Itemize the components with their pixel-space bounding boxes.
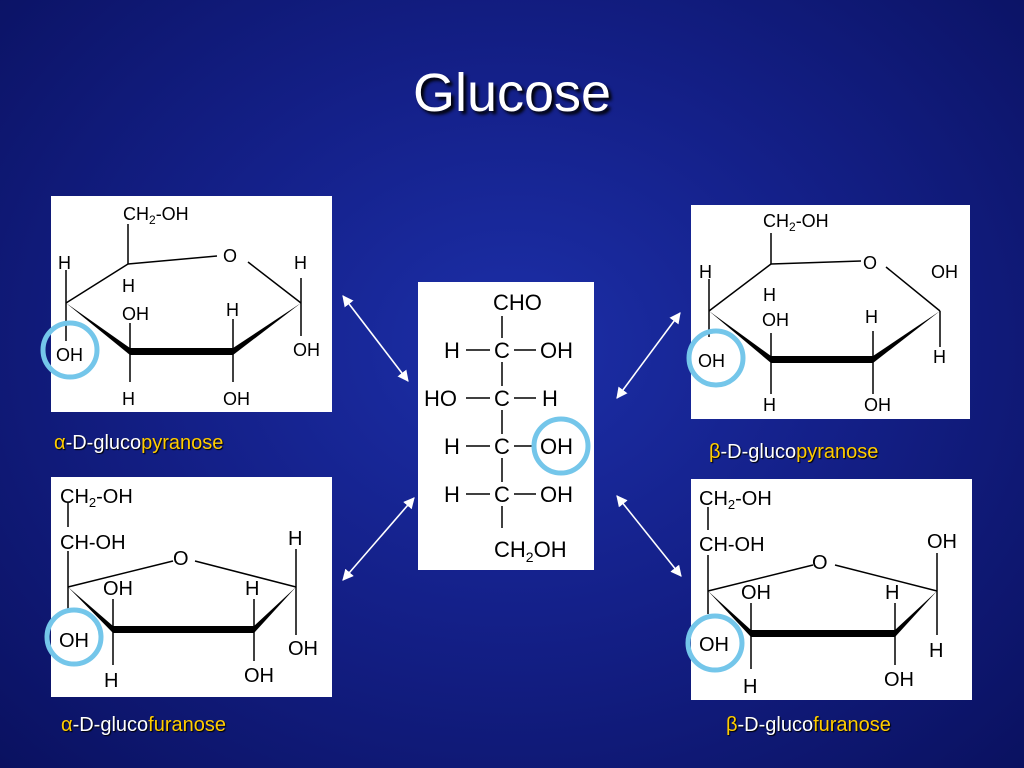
anomeric-oh-alpha: OH xyxy=(288,638,318,660)
beta-pyranose-structure: CH2-OH O H H OH OH H OH H H OH xyxy=(698,211,958,415)
cho-label: CHO xyxy=(493,290,542,315)
ring-oxygen: O xyxy=(223,246,237,266)
c2-h: H xyxy=(444,338,460,363)
caption-ring: pyranose xyxy=(796,441,879,463)
arrow-fischer-alpha-pyranose xyxy=(342,295,409,382)
alpha-furanose-panel: CH2-OH CH-OH O H OH H OH OH H OH xyxy=(51,477,332,697)
c3-ho: HO xyxy=(424,386,457,411)
highlight-circle-alpha-pyranose xyxy=(40,320,100,380)
caption-beta-furanose: β-D-glucofuranose xyxy=(726,714,891,737)
caption-ring: pyranose xyxy=(141,432,224,454)
caption-middle: -D-gluco xyxy=(72,714,149,736)
c2-h: H xyxy=(865,307,878,327)
c1-oh: OH xyxy=(293,340,320,360)
ch2oh-label: CH2-OH xyxy=(763,211,829,234)
c1-h: H xyxy=(294,253,307,273)
caption-alpha-pyranose: α-D-glucopyranose xyxy=(54,432,223,455)
anomeric-oh-beta: OH xyxy=(931,262,958,282)
caption-greek: α xyxy=(54,432,66,454)
ch2oh-label: CH2-OH xyxy=(699,488,772,512)
c5-h-inner: H xyxy=(763,285,776,305)
c2-oh: OH xyxy=(540,338,573,363)
caption-greek: α xyxy=(61,714,73,736)
c2-oh: OH xyxy=(244,665,274,687)
caption-greek: β xyxy=(709,441,721,463)
highlight-circle-beta-furanose xyxy=(685,613,745,673)
beta-pyranose-panel: CH2-OH O H H OH OH H OH H H OH xyxy=(691,205,970,419)
chooh-label: CH-OH xyxy=(60,532,126,554)
caption-greek: β xyxy=(726,714,738,736)
c3-oh: OH xyxy=(741,582,771,604)
c2-carbon: C xyxy=(494,338,510,363)
c5-oh: OH xyxy=(540,482,573,507)
caption-middle: -D-gluco xyxy=(737,714,814,736)
c5-h: H xyxy=(699,262,712,282)
anomeric-oh-alpha: OH xyxy=(56,345,83,365)
c1-h: H xyxy=(288,528,302,550)
alpha-pyranose-panel: CH2-OH O H H H OH H OH OH H OH xyxy=(51,196,332,412)
c4-carbon: C xyxy=(494,434,510,459)
caption-middle: -D-gluco xyxy=(65,432,142,454)
slide-title: Glucose xyxy=(412,63,612,123)
fischer-projection: CHO H C OH HO C H H C OH H C OH CH2OH xyxy=(424,290,573,565)
ch2oh-bottom: CH2OH xyxy=(494,537,567,565)
c4-oh: OH xyxy=(540,434,573,459)
highlight-circle-alpha-furanose xyxy=(44,607,104,667)
c3-h: H xyxy=(542,386,558,411)
anomeric-oh-beta: OH xyxy=(927,531,957,553)
ch2oh-label: CH2-OH xyxy=(60,486,133,510)
ring-oxygen: O xyxy=(812,552,828,574)
c2-h: H xyxy=(885,582,899,604)
c3-oh-circled: OH xyxy=(699,634,729,656)
ring-oxygen: O xyxy=(863,253,877,273)
c1-h: H xyxy=(933,347,946,367)
caption-beta-pyranose: β-D-glucopyranose xyxy=(709,441,878,464)
arrow-fischer-alpha-furanose xyxy=(342,497,415,581)
c2-oh: OH xyxy=(864,395,891,415)
fischer-projection-panel: CHO H C OH HO C H H C OH H C OH CH2OH xyxy=(418,282,594,570)
caption-ring: furanose xyxy=(813,714,891,736)
ring-oxygen: O xyxy=(173,548,189,570)
ch2oh-label: CH2-OH xyxy=(123,204,189,227)
c4-oh-circled: OH xyxy=(698,351,725,371)
c3-h-bottom: H xyxy=(104,670,118,692)
c4-oh: OH xyxy=(762,310,789,330)
c4-oh: OH xyxy=(122,304,149,324)
c5-carbon: C xyxy=(494,482,510,507)
caption-alpha-furanose: α-D-glucofuranose xyxy=(61,714,226,737)
highlight-circle-fischer-c4 xyxy=(531,416,591,476)
chooh-label: CH-OH xyxy=(699,534,765,556)
c3-carbon: C xyxy=(494,386,510,411)
arrow-fischer-beta-furanose xyxy=(616,495,682,577)
c4-h: H xyxy=(444,434,460,459)
c3-h: H xyxy=(122,389,135,409)
c2-h: H xyxy=(226,300,239,320)
c5-h-inner: H xyxy=(122,276,135,296)
c3-oh-circled: OH xyxy=(59,630,89,652)
caption-middle: -D-gluco xyxy=(720,441,797,463)
arrow-fischer-beta-pyranose xyxy=(616,312,681,399)
beta-furanose-panel: CH2-OH CH-OH O OH OH H OH H H OH xyxy=(691,479,972,700)
c1-h: H xyxy=(929,640,943,662)
c2-oh: OH xyxy=(223,389,250,409)
c2-oh: OH xyxy=(884,669,914,691)
caption-ring: furanose xyxy=(148,714,226,736)
beta-furanose-structure: CH2-OH CH-OH O OH OH H OH H H OH xyxy=(699,488,957,698)
c3-oh: OH xyxy=(103,578,133,600)
alpha-furanose-structure: CH2-OH CH-OH O H OH H OH OH H OH xyxy=(59,486,318,692)
c5-h: H xyxy=(444,482,460,507)
c2-h: H xyxy=(245,578,259,600)
c3-h: H xyxy=(763,395,776,415)
highlight-circle-beta-pyranose xyxy=(686,328,746,388)
c5-h: H xyxy=(58,253,71,273)
c3-h-bottom: H xyxy=(743,676,757,698)
